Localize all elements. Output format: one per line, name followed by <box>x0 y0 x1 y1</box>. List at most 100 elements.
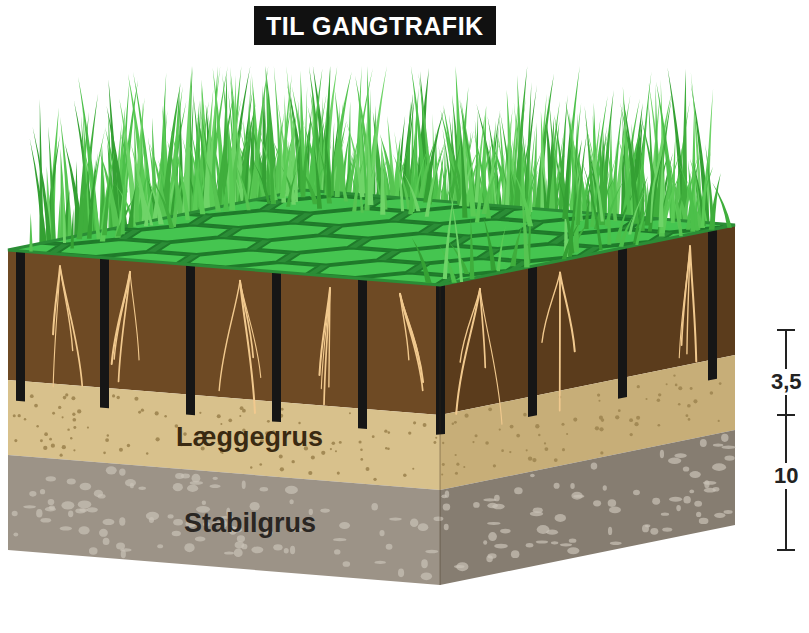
stable-gravel-layer <box>8 455 440 585</box>
gravel-grain <box>598 400 600 402</box>
gravel-grain <box>259 463 262 466</box>
gravel-grain <box>70 437 72 439</box>
gravel-grain <box>239 415 241 417</box>
gravel-stone <box>514 487 523 494</box>
gravel-stone <box>652 498 660 505</box>
gravel-grain <box>561 423 564 426</box>
gravel-stone <box>554 483 560 489</box>
grass-blade <box>346 121 365 197</box>
gravel-stone <box>483 498 496 501</box>
soil-layer-band: Stabilgrus <box>178 505 322 541</box>
gravel-grain <box>441 473 443 475</box>
gravel-grain <box>105 438 109 442</box>
grass-blade <box>425 138 446 216</box>
grass-blade <box>228 120 235 210</box>
grass-blade <box>644 170 653 225</box>
gravel-grain <box>217 414 221 418</box>
gravel-grain <box>107 434 109 436</box>
gravel-stone <box>40 518 51 523</box>
gravel-grain <box>475 434 478 437</box>
gravel-stone <box>724 510 733 514</box>
gravel-grain <box>384 430 387 433</box>
gravel-grain <box>600 451 603 454</box>
grass-blade <box>628 190 645 235</box>
plant-root <box>60 266 82 386</box>
gravel-stone <box>202 500 206 504</box>
gravel-grain <box>349 412 351 414</box>
grass-blade <box>121 173 125 234</box>
gravel-stone <box>530 474 535 478</box>
gravel-stone <box>285 486 298 494</box>
gravel-stone <box>724 455 734 460</box>
gravel-stone <box>418 523 429 531</box>
grass-blade <box>253 160 271 203</box>
gravel-grain <box>279 455 283 459</box>
grass-blade <box>100 149 115 238</box>
plant-root <box>53 266 60 386</box>
gravel-stone <box>320 508 330 512</box>
gravel-grain <box>599 427 603 431</box>
hexagon-cell <box>405 299 506 315</box>
plant-root <box>460 289 480 362</box>
gravel-grain <box>72 418 76 422</box>
grass-blade <box>690 186 699 230</box>
gravel-stone <box>608 499 617 507</box>
gravel-stone <box>242 481 246 490</box>
grid-wall <box>100 257 109 408</box>
gravel-stone <box>573 495 584 498</box>
grass-blade <box>562 141 572 219</box>
grid-wall <box>528 265 537 417</box>
gravel-stone <box>704 480 709 488</box>
gravel-stone <box>500 529 511 534</box>
gravel-stone <box>87 507 98 512</box>
gravel-stone <box>511 550 519 558</box>
gravel-stone <box>79 526 90 534</box>
gravel-grain <box>688 418 691 421</box>
gravel-grain <box>332 441 336 445</box>
gravel-grain <box>433 441 436 444</box>
gravel-stone <box>714 513 725 518</box>
gravel-grain <box>134 397 138 401</box>
hexagon-cell <box>690 241 791 257</box>
gravel-stone <box>536 540 548 543</box>
gravel-stone <box>234 548 243 557</box>
gravel-stone <box>67 478 76 484</box>
gravel-stone <box>343 561 351 567</box>
gravel-grain <box>464 414 468 418</box>
gravel-stone <box>712 463 726 471</box>
grass-blade <box>615 207 628 242</box>
plant-root <box>130 272 139 360</box>
gravel-stone <box>79 508 88 512</box>
gravel-stone <box>492 504 504 510</box>
gravel-stone <box>444 524 449 531</box>
gravel-stone <box>173 519 183 525</box>
plant-root <box>690 246 696 361</box>
gravel-grain <box>636 416 640 420</box>
plant-root <box>400 294 409 360</box>
grass-blade <box>188 139 205 214</box>
gravel-stone <box>290 546 295 555</box>
grass-blade <box>533 73 554 229</box>
grass-blade <box>576 131 587 225</box>
grid-wall <box>16 251 25 402</box>
gravel-stone <box>700 439 707 447</box>
gravel-stone <box>89 547 98 554</box>
gravel-stone <box>441 494 446 498</box>
gravel-stone <box>61 501 74 509</box>
grass-blade <box>170 127 190 221</box>
gravel-grain <box>40 439 43 442</box>
gravel-grain <box>199 412 201 414</box>
gravel-grain <box>119 448 123 452</box>
gravel-stone <box>683 496 690 504</box>
gravel-grain <box>472 441 474 443</box>
gravel-grain <box>538 434 540 436</box>
gravel-grain <box>67 428 69 430</box>
gravel-grain <box>455 454 457 456</box>
plant-root <box>324 288 330 405</box>
gravel-stone <box>721 434 728 442</box>
gravel-stone <box>398 568 404 577</box>
plant-root <box>480 289 502 424</box>
grass-blade <box>380 140 385 215</box>
grass-blade <box>709 173 721 230</box>
grass-blade <box>701 144 710 227</box>
